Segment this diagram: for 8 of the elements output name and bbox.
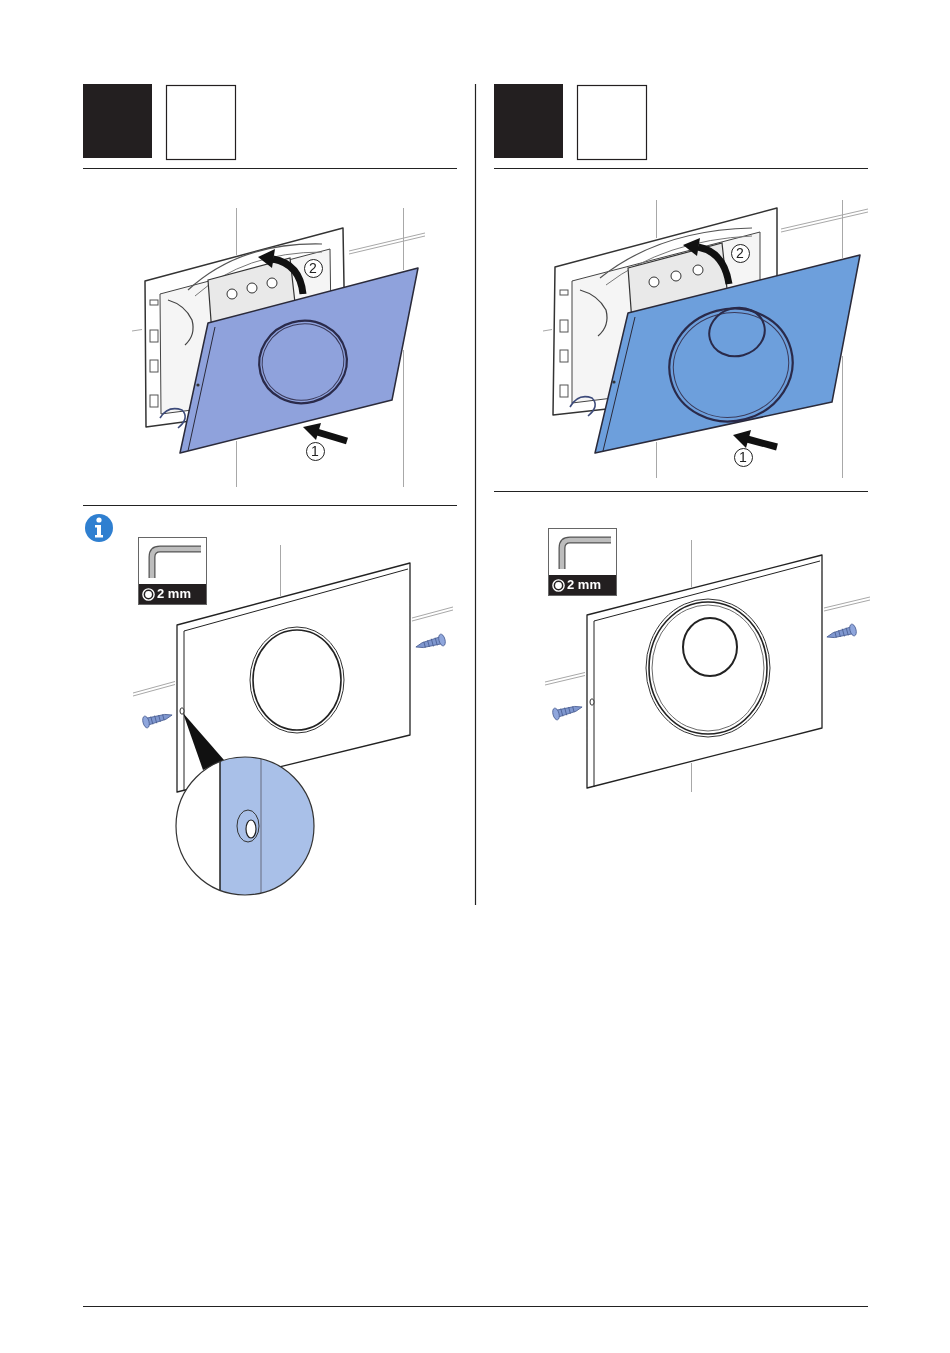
image-frame [165, 84, 237, 161]
step-number-tile [494, 84, 563, 158]
image-frame [576, 84, 648, 161]
size-label: 2 mm [157, 586, 191, 602]
step-number-tile [83, 84, 152, 158]
callout-number: 1 [733, 447, 753, 467]
size-label: 2 mm [567, 577, 601, 593]
callout-number: 1 [305, 441, 325, 461]
